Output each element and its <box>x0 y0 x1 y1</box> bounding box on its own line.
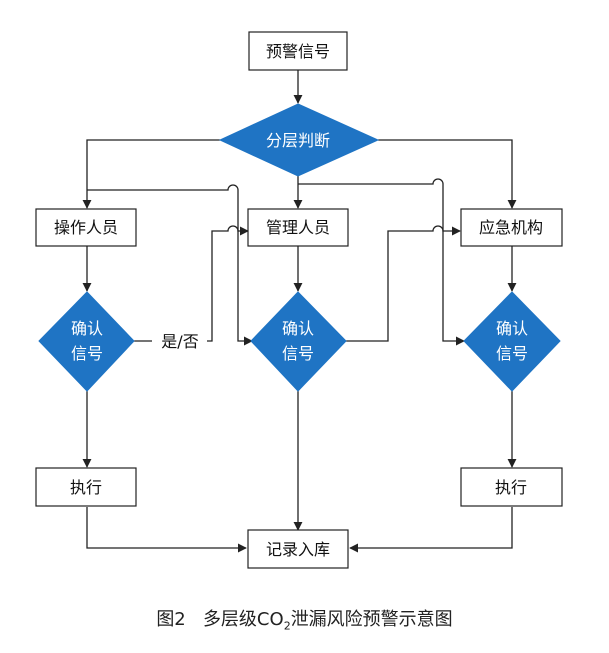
node-confirm-right-line2: 信号 <box>496 344 528 363</box>
figure-caption: 图2 多层级CO2泄漏风险预警示意图 <box>0 605 609 633</box>
node-manager: 管理人员 <box>247 208 349 247</box>
node-operator-label: 操作人员 <box>54 218 118 237</box>
edge-right-execute-to-record <box>349 507 513 553</box>
node-layered-judgment: 分层判断 <box>218 103 380 177</box>
edge-left-confirm-to-manager <box>207 225 249 342</box>
node-warning-signal: 预警信号 <box>248 31 348 71</box>
edge-label-yes-no: 是/否 <box>161 332 198 351</box>
node-confirm-left-line2: 信号 <box>71 344 103 363</box>
edges <box>82 70 517 553</box>
node-confirm-left: 确认 信号 <box>38 291 135 392</box>
node-emergency-agency: 应急机构 <box>460 208 563 247</box>
node-warning-signal-label: 预警信号 <box>266 42 330 61</box>
node-execute-left-label: 执行 <box>70 478 102 497</box>
node-emergency-agency-label: 应急机构 <box>479 218 543 237</box>
node-record-store-label: 记录入库 <box>266 540 330 559</box>
node-confirm-right-line1: 确认 <box>496 319 528 338</box>
node-confirm-center-line2: 信号 <box>282 344 314 363</box>
edge-judgment-to-agency <box>378 139 517 209</box>
flowchart: 是/否 预警信号 分层判断 操作人员 管理人员 应急机构 确认 信号 确认 信号… <box>35 31 563 569</box>
node-confirm-left-line1: 确认 <box>71 319 103 338</box>
node-layered-judgment-label: 分层判断 <box>266 131 330 150</box>
caption-text-after: 泄漏风险预警示意图 <box>290 609 453 630</box>
node-record-store: 记录入库 <box>247 529 349 569</box>
caption-text-before: 多层级CO <box>202 609 284 630</box>
node-execute-right: 执行 <box>460 467 563 507</box>
node-confirm-center-line1: 确认 <box>282 319 314 338</box>
node-confirm-center: 确认 信号 <box>250 291 347 392</box>
node-execute-right-label: 执行 <box>495 478 527 497</box>
node-manager-label: 管理人员 <box>266 218 330 237</box>
node-confirm-right: 确认 信号 <box>463 291 561 392</box>
node-execute-left: 执行 <box>35 467 137 507</box>
edge-cross-operator-to-center-confirm <box>87 184 253 346</box>
edge-judgment-to-operator <box>82 139 220 209</box>
node-operator: 操作人员 <box>35 208 137 247</box>
edge-cross-manager-to-right-confirm <box>298 178 465 346</box>
caption-figure-number: 图2 <box>156 609 186 630</box>
caption-subscript: 2 <box>283 619 291 633</box>
edge-left-execute-to-record <box>86 507 247 553</box>
